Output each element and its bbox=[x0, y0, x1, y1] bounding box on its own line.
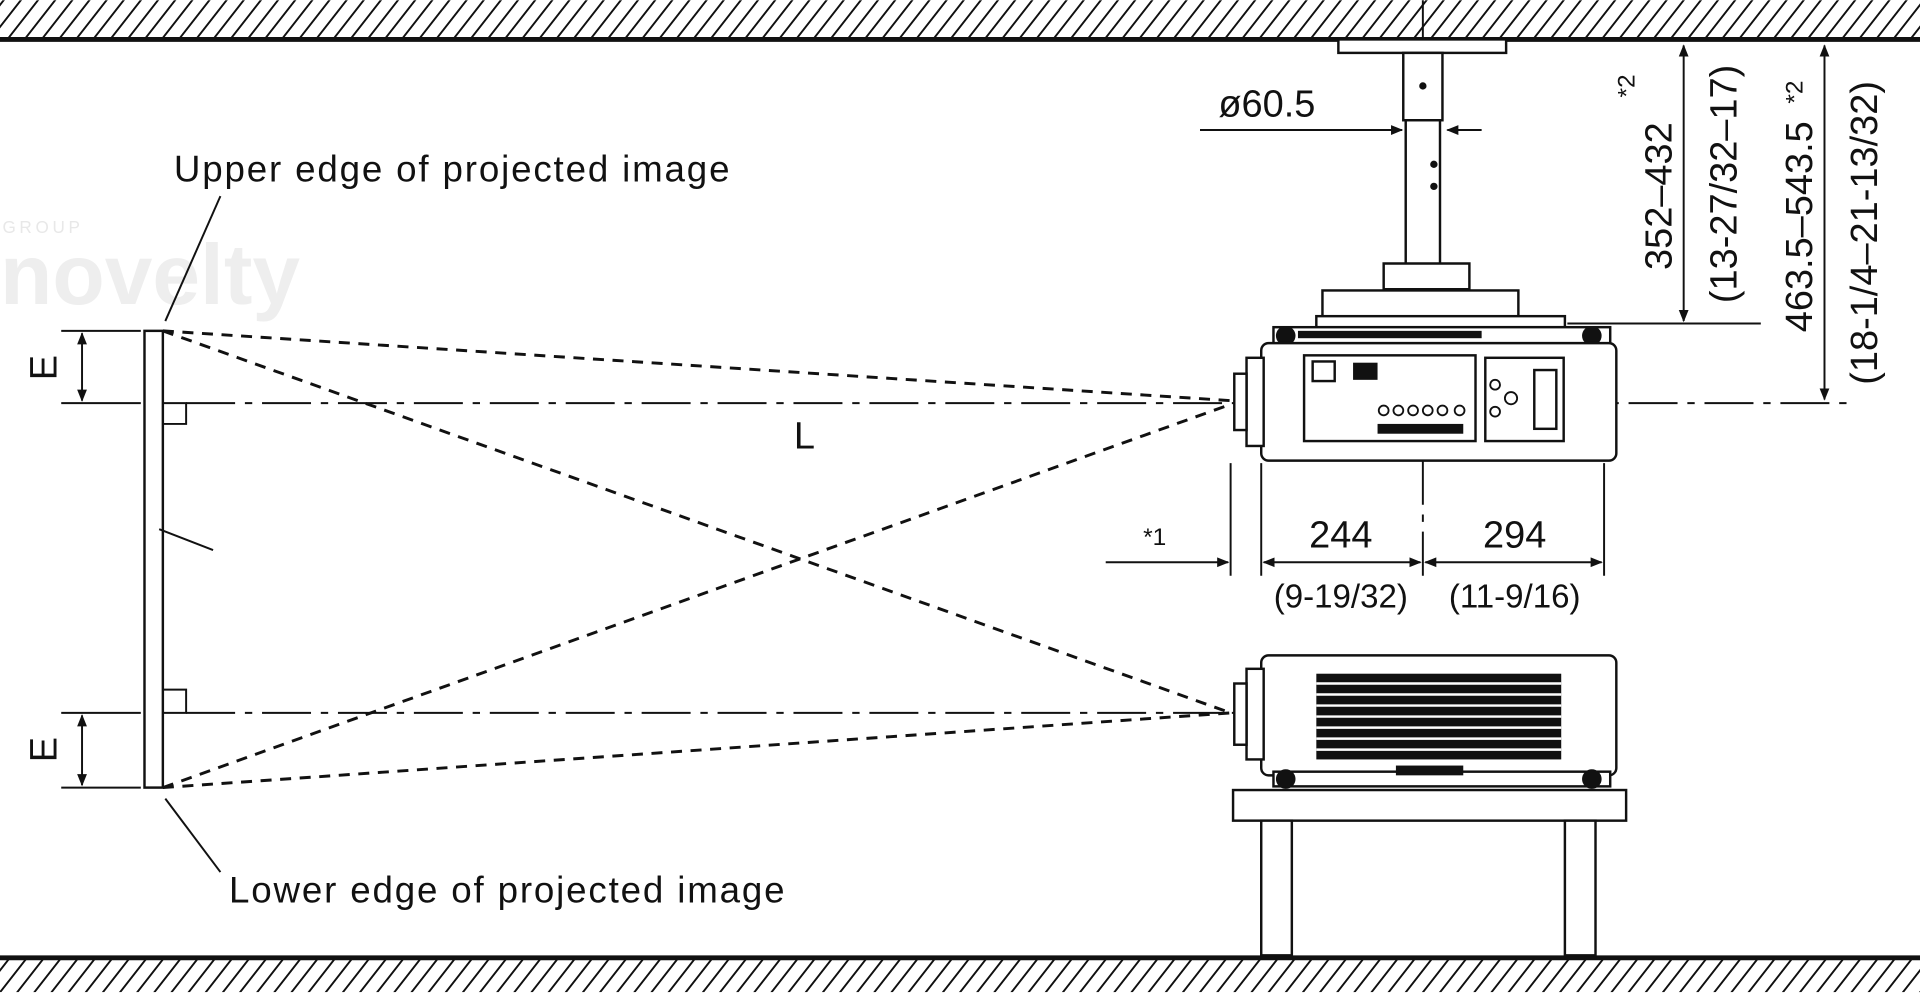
watermark-text: novelty bbox=[0, 227, 300, 323]
upper-edge-leader bbox=[164, 195, 222, 322]
distance-label: L bbox=[794, 415, 815, 457]
rear-depth-label: 294 bbox=[1483, 515, 1546, 557]
ceiling-mount bbox=[1315, 38, 1567, 329]
front-depth-label: 244 bbox=[1309, 515, 1372, 557]
pole-diameter-label: ø60.5 bbox=[1218, 84, 1315, 126]
pole-diameter-dimension: ø60.5 bbox=[1200, 84, 1482, 135]
projector-table-mounted bbox=[1233, 654, 1618, 789]
e-dimension-bottom: E bbox=[23, 711, 141, 789]
center-height-label: 463.5–543.5 bbox=[1779, 121, 1821, 332]
table bbox=[1231, 788, 1628, 957]
projection-rays bbox=[162, 329, 1232, 790]
ceiling bbox=[0, 0, 1920, 42]
upper-edge-label: Upper edge of projected image bbox=[174, 148, 731, 189]
lower-edge-leader bbox=[164, 798, 222, 873]
projection-screen bbox=[143, 329, 214, 789]
depth-dimensions: *1 244 (9-19/32) 294 (11-9/16) bbox=[1105, 463, 1606, 616]
projector-ceiling-mounted bbox=[1233, 325, 1618, 462]
rear-depth-inch-label: (11-9/16) bbox=[1449, 579, 1581, 616]
watermark: GROUP novelty bbox=[0, 217, 300, 323]
e-dimension-top: E bbox=[23, 329, 141, 405]
mount-height-dimension: 352–432 (13-27/32–17) *2 bbox=[1567, 44, 1761, 325]
floor bbox=[0, 955, 1920, 993]
lens-offset-note: *1 bbox=[1143, 524, 1166, 551]
mount-height-label: 352–432 bbox=[1638, 122, 1680, 270]
front-depth-inch-label: (9-19/32) bbox=[1274, 579, 1408, 616]
e-top-label: E bbox=[23, 355, 65, 380]
lower-edge-label: Lower edge of projected image bbox=[229, 870, 786, 911]
mount-height-note: *2 bbox=[1614, 74, 1641, 97]
center-height-note: *2 bbox=[1781, 81, 1808, 104]
e-bottom-label: E bbox=[23, 737, 65, 762]
mount-height-inch-label: (13-27/32–17) bbox=[1703, 65, 1745, 303]
center-height-dimension: 463.5–543.5 *2 (18-1/4–21-13/32) bbox=[1779, 44, 1886, 401]
center-height-inch-label: (18-1/4–21-13/32) bbox=[1844, 81, 1886, 385]
watermark-group-text: GROUP bbox=[2, 217, 83, 237]
